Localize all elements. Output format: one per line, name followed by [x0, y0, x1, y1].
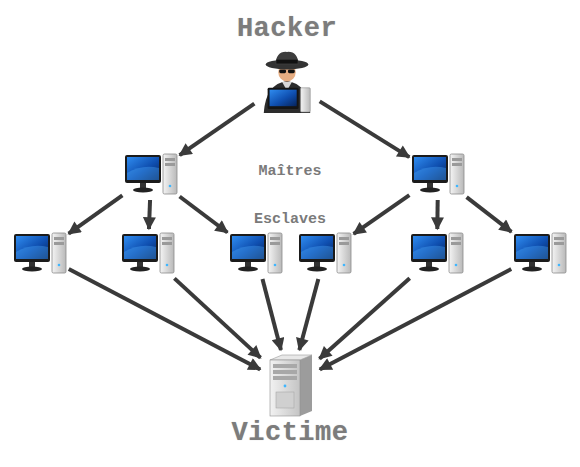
attack-arrow: [467, 197, 512, 232]
slave-computer-icon: [13, 231, 67, 277]
victim-server-icon: [262, 352, 318, 418]
slave-computer: [298, 231, 352, 277]
slave-computer-symbol: [411, 233, 463, 273]
victim-server: Victime: [262, 352, 318, 418]
slave-computer: [13, 231, 67, 277]
node-heading: Hacker: [237, 14, 337, 44]
slave-computer: [513, 231, 567, 277]
attack-arrow: [354, 195, 410, 234]
attack-arrow: [319, 278, 409, 358]
attack-arrow: [435, 200, 439, 229]
tier-label: Esclaves: [254, 211, 326, 228]
attack-arrow: [149, 200, 150, 229]
slave-computer-icon: [121, 231, 175, 277]
attack-arrow: [320, 269, 511, 369]
attack-arrow: [69, 195, 123, 233]
attack-arrow: [299, 279, 318, 350]
master-computer: [411, 152, 465, 198]
slave-computer-symbol: [514, 233, 566, 273]
tier-label: Maîtres: [258, 163, 321, 180]
slave-computer-icon: [298, 231, 352, 277]
attack-arrow: [180, 197, 228, 233]
attack-arrow: [320, 101, 410, 157]
master-computer-symbol: [125, 154, 177, 194]
attack-arrow: [69, 269, 260, 369]
attacker-node-icon: [256, 48, 318, 114]
attacker-node: Hacker: [256, 48, 318, 114]
slave-computer-icon: [410, 231, 464, 277]
slave-computer-symbol: [122, 233, 174, 273]
attack-arrow: [262, 279, 280, 350]
attack-arrow: [174, 278, 260, 357]
attack-arrow: [180, 104, 255, 156]
master-computer-icon: [411, 152, 465, 198]
node-heading: Victime: [232, 418, 349, 448]
slave-computer-icon: [513, 231, 567, 277]
slave-computer-symbol: [230, 233, 282, 273]
slave-computer: [410, 231, 464, 277]
slave-computer: [121, 231, 175, 277]
master-computer-symbol: [412, 154, 464, 194]
slave-computer-symbol: [299, 233, 351, 273]
victim-server-symbol: [270, 355, 312, 416]
master-computer: [124, 152, 178, 198]
attacker-node-symbol: [264, 52, 311, 113]
master-computer-icon: [124, 152, 178, 198]
slave-computer-icon: [229, 231, 283, 277]
slave-computer: [229, 231, 283, 277]
slave-computer-symbol: [14, 233, 66, 273]
